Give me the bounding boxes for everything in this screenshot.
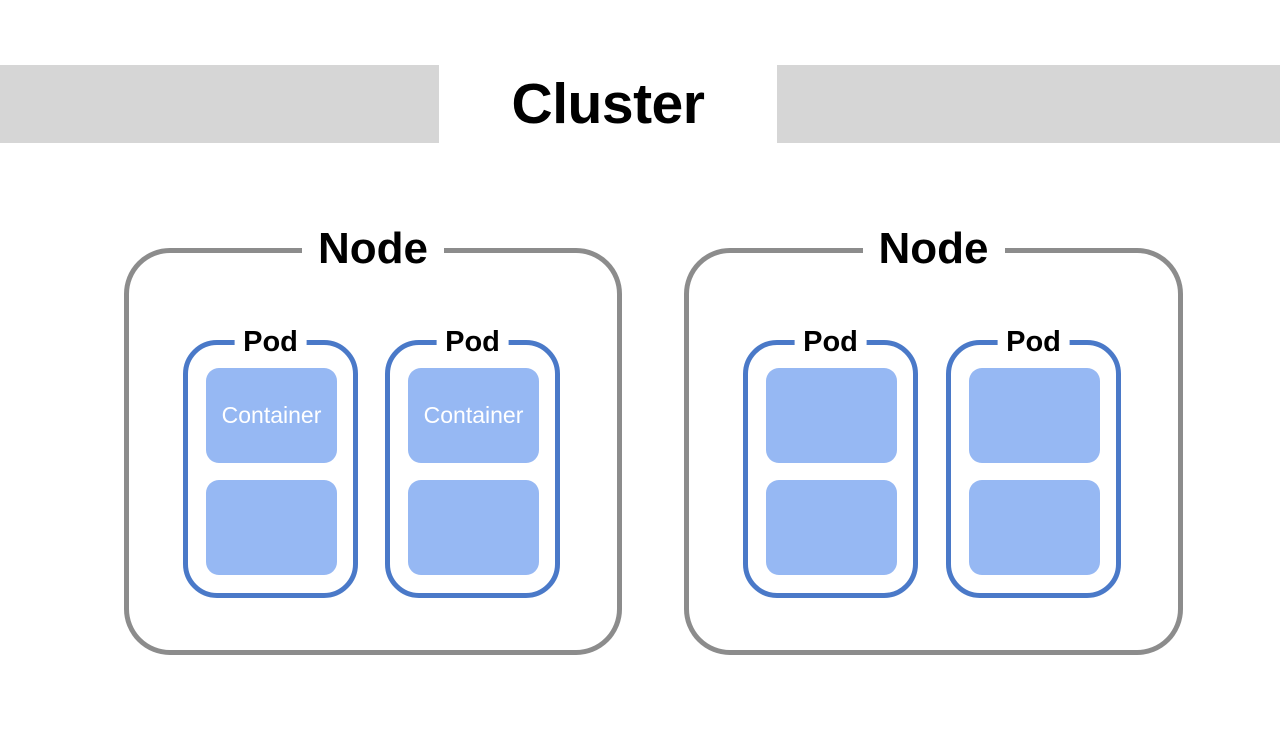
cluster-title: Cluster <box>511 72 705 136</box>
node-label-2: Node <box>862 223 1005 275</box>
pod-box-2-1[interactable]: Pod <box>743 325 918 598</box>
container-box-2-2-1[interactable] <box>969 368 1100 463</box>
pod-label-2-2: Pod <box>997 325 1070 359</box>
node-box-1[interactable]: Node Pod Container Pod Container <box>124 223 622 655</box>
container-box-2-1-2[interactable] <box>766 480 897 575</box>
container-box-2-1-1[interactable] <box>766 368 897 463</box>
container-label-1-2-1: Container <box>423 402 524 428</box>
container-box-1-1-2[interactable] <box>206 480 337 575</box>
pod-label-2-1: Pod <box>794 325 867 359</box>
pod-box-1-2[interactable]: Pod Container <box>385 325 560 598</box>
node-box-2[interactable]: Node Pod Pod <box>684 223 1183 655</box>
pod-box-1-1[interactable]: Pod Container <box>183 325 358 598</box>
pod-label-1-1: Pod <box>234 325 307 359</box>
pod-label-1-2: Pod <box>436 325 509 359</box>
node-label-1: Node <box>302 223 444 275</box>
container-box-1-1-1[interactable]: Container <box>206 368 337 463</box>
container-label-1-1-1: Container <box>221 402 322 428</box>
cluster-band-left <box>0 65 439 143</box>
pod-box-2-2[interactable]: Pod <box>946 325 1121 598</box>
container-box-1-2-2[interactable] <box>408 480 539 575</box>
container-box-2-2-2[interactable] <box>969 480 1100 575</box>
cluster-band-right <box>777 65 1280 143</box>
container-box-1-2-1[interactable]: Container <box>408 368 539 463</box>
